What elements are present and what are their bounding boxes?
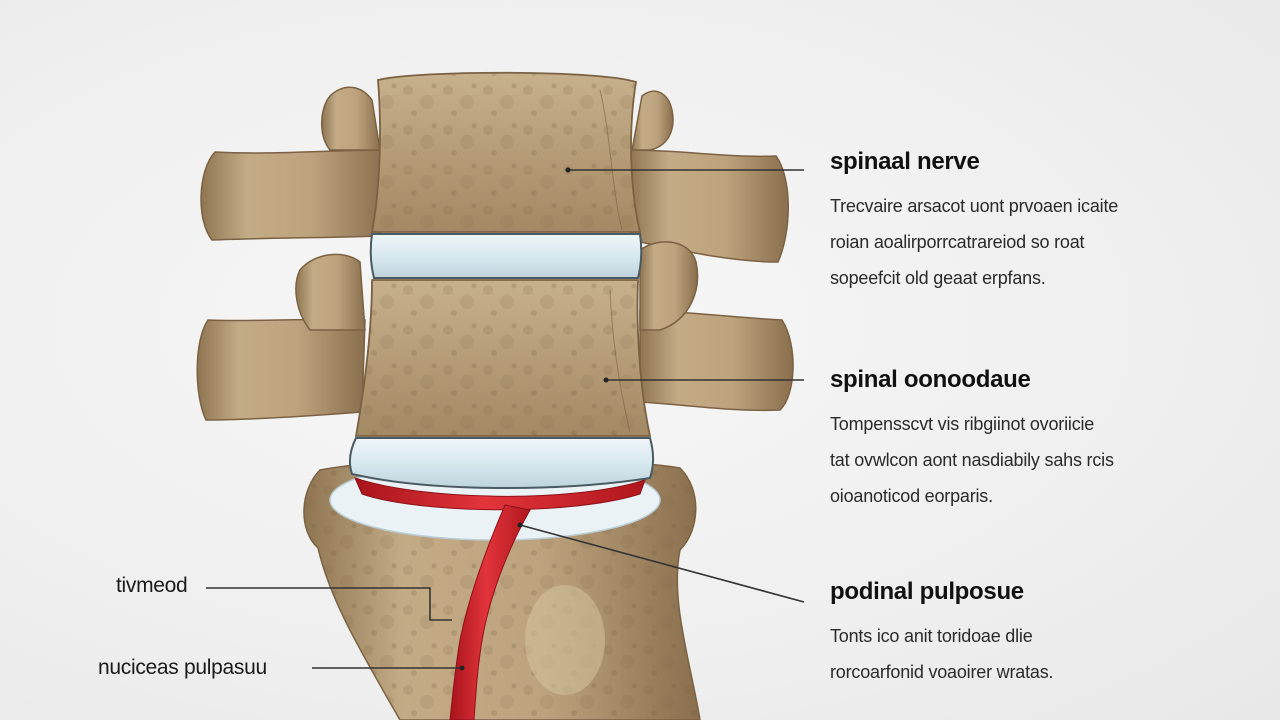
leader-dot-spinal-oonoodaue <box>603 377 609 383</box>
label-title: podinal pulposue <box>830 578 1024 605</box>
upper-left-facet <box>321 86 381 151</box>
leader-line-tivmeod <box>206 587 452 621</box>
nerve-ring <box>354 477 646 511</box>
label-description-line: sopeefcit old geaat erpfans. <box>830 268 1046 288</box>
lower-left-transverse-process <box>196 318 366 421</box>
upper-left-transverse-process <box>200 149 386 241</box>
label-description-line: tat ovwlcon aont nasdiabily sahs rcis <box>830 450 1114 470</box>
label-block-spinaal-nerve: spinaal nerve Trecvaire arsacot uont prv… <box>830 148 1190 296</box>
label-title: spinaal nerve <box>830 148 980 175</box>
left-label-lower: nuciceas pulpasuu <box>98 656 267 679</box>
lower-right-transverse-process <box>639 309 794 412</box>
label-description-line: Tonts ico anit toridoae dlie <box>830 626 1033 646</box>
label-block-spinal-oonoodaue: spinal oonoodaue Tompensscvt vis ribgiin… <box>830 366 1190 514</box>
upper-intervertebral-disc <box>369 233 643 279</box>
leader-line-podinal-pulposue <box>519 524 805 603</box>
label-description-line: roian aoalirporrcatrareiod so roat <box>830 232 1085 252</box>
upper-vertebral-body-texture <box>372 72 640 232</box>
upper-body-shading <box>599 89 623 231</box>
lower-left-facet <box>295 253 366 331</box>
lower-body-shading <box>609 289 631 433</box>
base-bone-highlight <box>525 585 605 695</box>
label-description-line: oioanoticod eorparis. <box>830 486 993 506</box>
label-title: spinal oonoodaue <box>830 366 1031 393</box>
leader-dot-spinaal-nerve <box>565 167 571 173</box>
leader-dot-nuciceas-pulpasuu <box>459 665 465 671</box>
left-label-upper: tivmeod <box>116 574 188 597</box>
leader-dot-podinal-pulposue <box>517 522 523 528</box>
label-description-line: Trecvaire arsacot uont prvoaen icaite <box>830 196 1119 216</box>
label-block-podinal-pulposue: podinal pulposue Tonts ico anit toridoae… <box>830 578 1190 690</box>
label-description-line: Tompensscvt vis ribgiinot ovoriicie <box>830 414 1095 434</box>
label-description-line: rorcoarfonid voaoirer wratas. <box>830 662 1054 682</box>
lower-right-facet <box>639 241 699 331</box>
lower-intervertebral-disc <box>348 437 654 490</box>
lower-vertebral-body-texture <box>356 280 650 436</box>
upper-right-facet <box>631 90 674 151</box>
